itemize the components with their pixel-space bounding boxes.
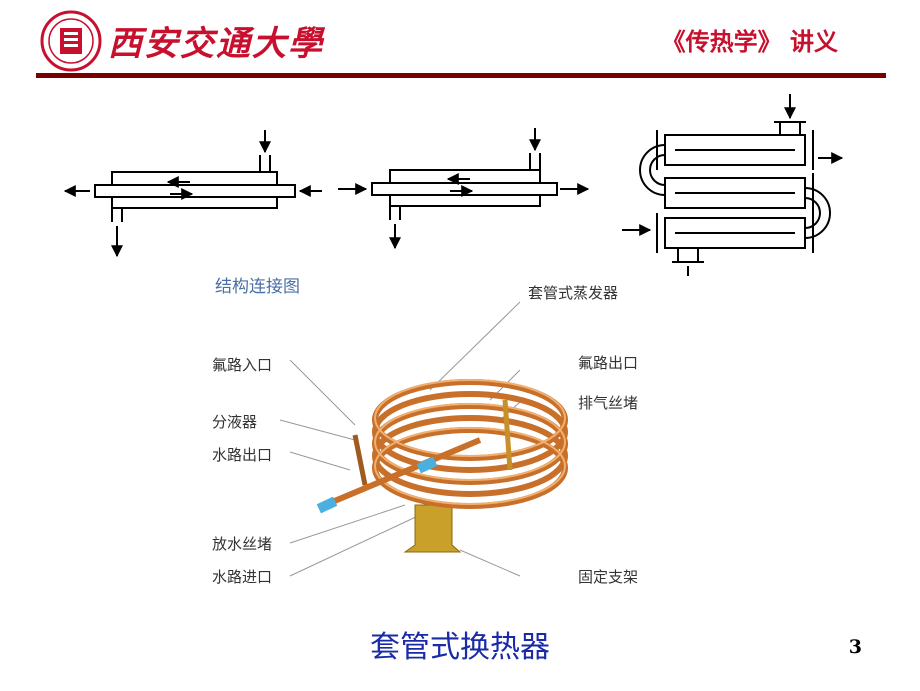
label-refrigerant-inlet: 氟路入口 <box>212 356 273 374</box>
coiled-heat-exchanger-illustration <box>279 301 568 577</box>
double-pipe-schematics <box>63 94 844 276</box>
header-divider <box>36 73 886 78</box>
label-water-outlet: 水路出口 <box>212 446 273 464</box>
counterflow-schematic <box>63 130 322 258</box>
label-vent-plug: 排气丝堵 <box>578 394 639 412</box>
label-liquid-distributor: 分液器 <box>212 413 258 431</box>
page-number: 3 <box>848 636 862 658</box>
section-title: 结构连接图 <box>215 277 300 297</box>
label-drain-plug: 放水丝堵 <box>212 535 273 553</box>
label-mounting-bracket: 固定支架 <box>578 568 639 586</box>
parallelflow-schematic <box>338 128 590 250</box>
university-seal-icon <box>40 10 102 72</box>
university-name: 西安交通大學 <box>108 24 324 64</box>
figure-caption: 套管式换热器 <box>370 630 550 665</box>
multipass-schematic <box>622 94 844 276</box>
course-title: 《传热学》 讲义 <box>661 28 838 56</box>
label-water-inlet: 水路进口 <box>212 568 273 586</box>
label-refrigerant-outlet: 氟路出口 <box>578 354 639 372</box>
label-evaporator: 套管式蒸发器 <box>528 284 619 302</box>
